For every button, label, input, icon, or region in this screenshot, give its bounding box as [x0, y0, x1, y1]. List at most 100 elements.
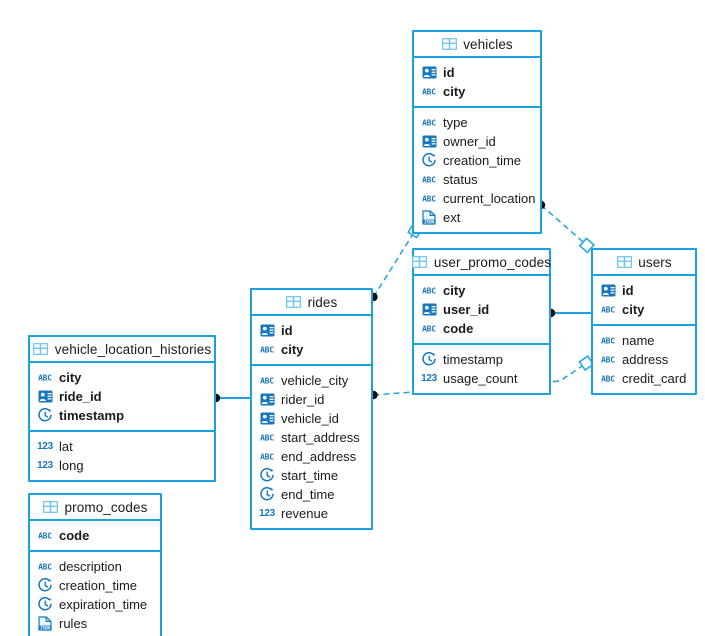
field-row-ride_id[interactable]: ride_id — [30, 387, 214, 406]
entity-title: user_promo_codes — [433, 254, 552, 270]
json-file-icon: JSON — [37, 616, 53, 632]
field-row-name[interactable]: ABC name — [593, 331, 695, 350]
field-label: creation_time — [59, 578, 138, 593]
field-row-timestamp[interactable]: timestamp — [414, 350, 549, 369]
abc-string-icon: ABC — [421, 84, 437, 100]
field-row-end_time[interactable]: end_time — [252, 485, 371, 504]
field-label: user_id — [443, 302, 490, 317]
entity-header-promo_codes[interactable]: promo_codes — [30, 495, 160, 521]
abc-string-icon: ABC — [421, 191, 437, 207]
entity-header-vehicles[interactable]: vehicles — [414, 32, 540, 58]
field-label: city — [443, 283, 466, 298]
field-label: rules — [59, 616, 88, 631]
table-icon — [412, 254, 428, 270]
entity-title: rides — [307, 294, 338, 310]
clock-icon — [421, 352, 437, 368]
field-row-expiration_time[interactable]: expiration_time — [30, 595, 160, 614]
field-row-creation_time[interactable]: creation_time — [414, 151, 540, 170]
field-label: vehicle_id — [281, 411, 339, 426]
field-row-id[interactable]: id — [252, 321, 371, 340]
field-row-city[interactable]: ABC city — [414, 82, 540, 101]
field-row-rules[interactable]: JSON rules — [30, 614, 160, 633]
field-label: credit_card — [622, 371, 687, 386]
field-label: long — [59, 458, 84, 473]
table-icon — [616, 254, 632, 270]
entity-title: vehicle_location_histories — [54, 341, 212, 357]
field-row-start_time[interactable]: start_time — [252, 466, 371, 485]
column-group: ABC description creation_time expiration_ti… — [30, 552, 160, 636]
field-row-timestamp[interactable]: timestamp — [30, 406, 214, 425]
field-row-user_id[interactable]: user_id — [414, 300, 549, 319]
relationship-vehicles-to-users[interactable] — [536, 200, 596, 254]
field-label: city — [281, 342, 304, 357]
field-label: city — [443, 84, 466, 99]
clock-icon — [259, 468, 275, 484]
123-number-icon: 123 — [421, 373, 437, 384]
entity-header-rides[interactable]: rides — [252, 290, 371, 316]
field-row-id[interactable]: id — [414, 63, 540, 82]
field-label: usage_count — [443, 371, 518, 386]
svg-text:JSON: JSON — [40, 625, 50, 631]
field-row-id[interactable]: id — [593, 281, 695, 300]
entity-header-vehicle_location_histories[interactable]: vehicle_location_histories — [30, 337, 214, 363]
svg-text:ABC: ABC — [601, 337, 615, 346]
entity-title: promo_codes — [64, 499, 148, 515]
abc-string-icon: ABC — [259, 449, 275, 465]
field-row-usage_count[interactable]: 123 usage_count — [414, 369, 549, 388]
abc-string-icon: ABC — [37, 559, 53, 575]
field-label: id — [622, 283, 634, 298]
svg-text:ABC: ABC — [38, 532, 52, 541]
field-row-creation_time[interactable]: creation_time — [30, 576, 160, 595]
entity-header-user_promo_codes[interactable]: user_promo_codes — [412, 250, 552, 276]
field-label: type — [443, 115, 468, 130]
relationship-user-promo-codes-to-users[interactable] — [546, 308, 591, 318]
relationship-vehicle-location-histories-to-rides[interactable] — [211, 393, 250, 403]
field-label: revenue — [281, 506, 328, 521]
field-label: rider_id — [281, 392, 325, 407]
svg-text:ABC: ABC — [422, 88, 436, 97]
id-badge-icon — [259, 392, 275, 408]
clock-icon — [259, 487, 275, 503]
123-number-icon: 123 — [259, 508, 275, 519]
field-row-vehicle_id[interactable]: vehicle_id — [252, 409, 371, 428]
field-row-owner_id[interactable]: owner_id — [414, 132, 540, 151]
field-row-revenue[interactable]: 123 revenue — [252, 504, 371, 523]
svg-text:ABC: ABC — [422, 176, 436, 185]
field-row-rider_id[interactable]: rider_id — [252, 390, 371, 409]
svg-text:ABC: ABC — [601, 356, 615, 365]
field-label: city — [622, 302, 645, 317]
entity-header-users[interactable]: users — [593, 250, 695, 276]
svg-text:ABC: ABC — [422, 325, 436, 334]
field-row-description[interactable]: ABC description — [30, 557, 160, 576]
field-label: description — [59, 559, 122, 574]
id-badge-icon — [37, 389, 53, 405]
field-label: owner_id — [443, 134, 496, 149]
field-label: name — [622, 333, 655, 348]
field-label: id — [281, 323, 293, 338]
